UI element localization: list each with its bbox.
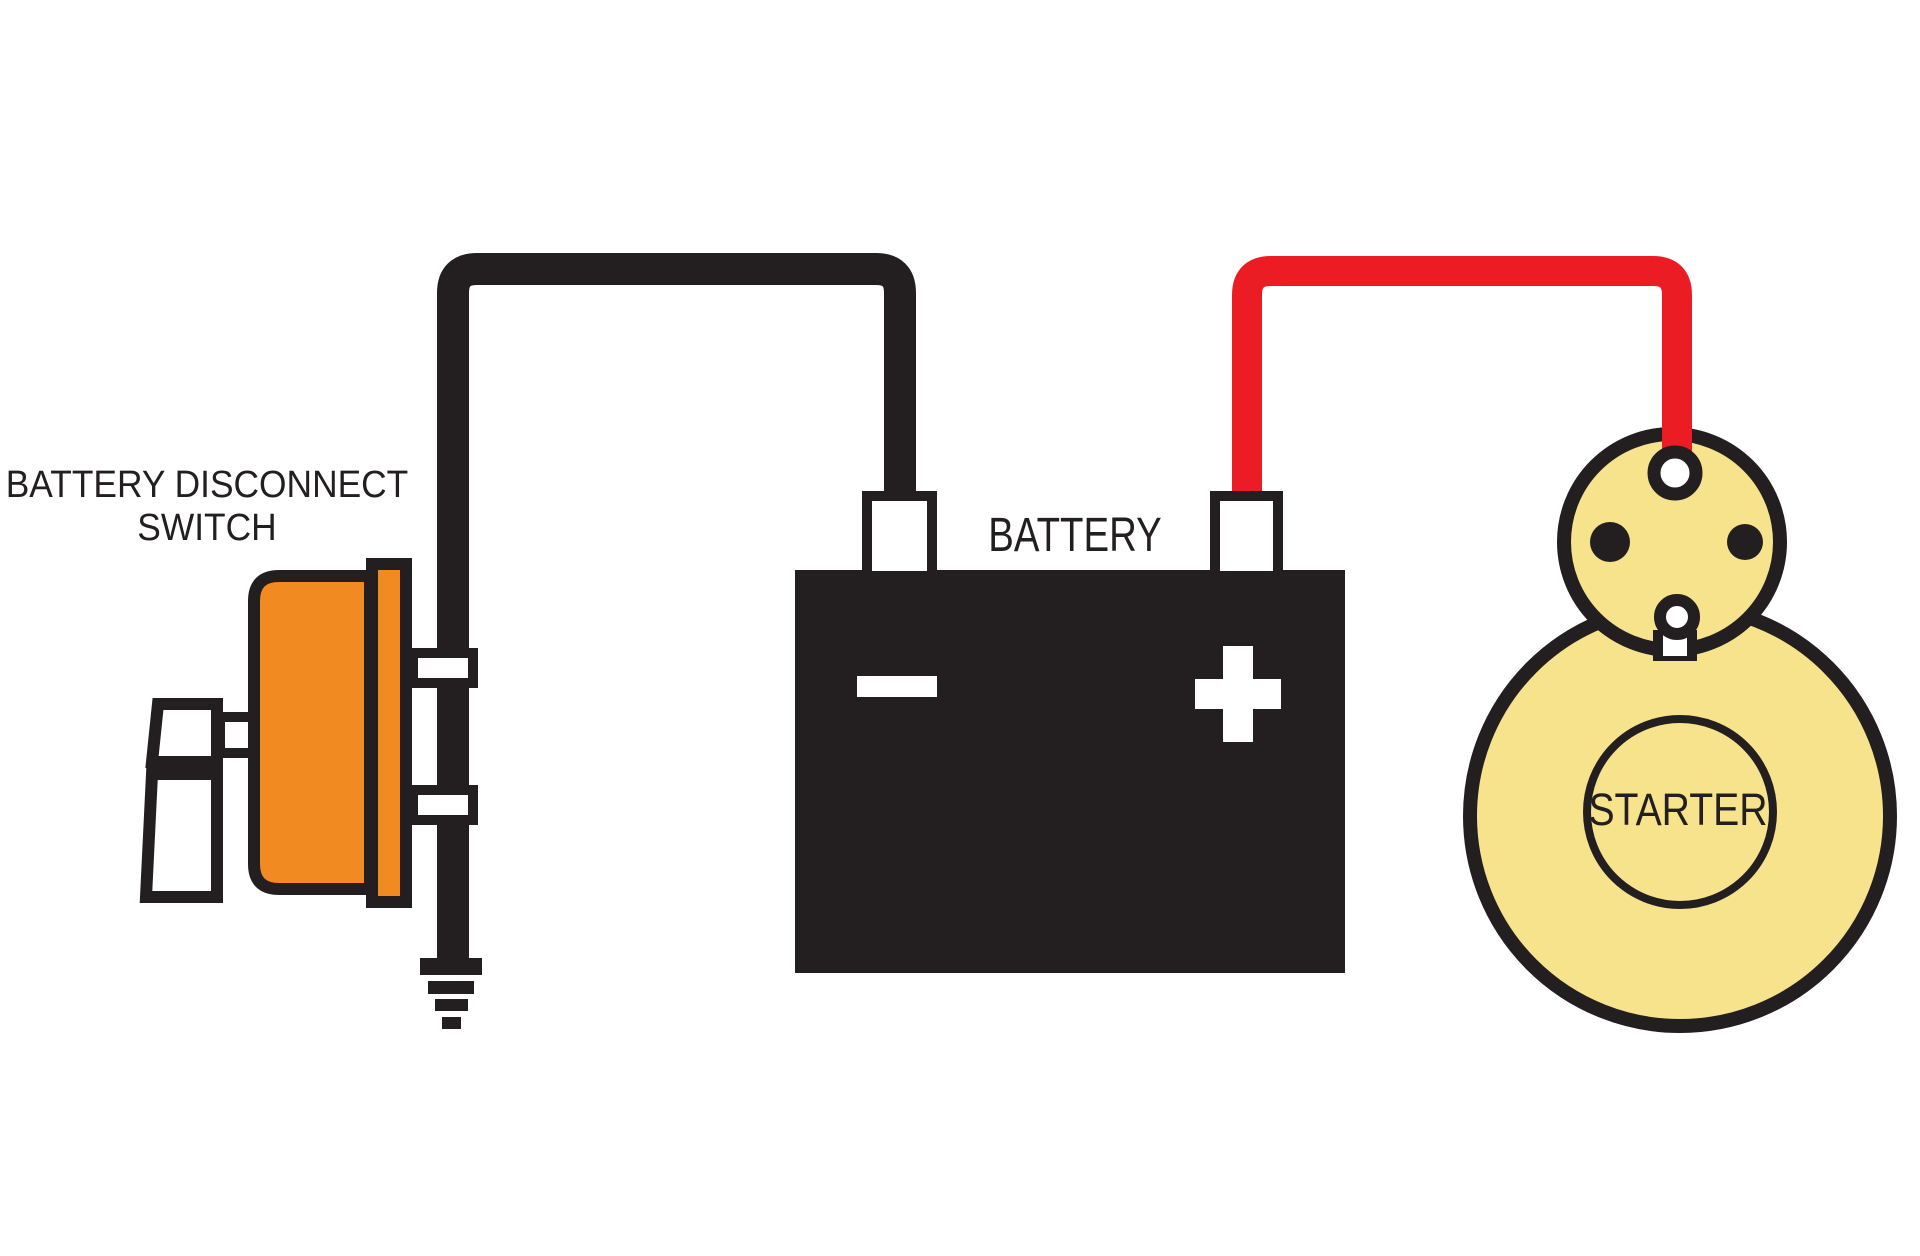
positive-cable-path xyxy=(1232,256,1692,512)
switch-label-line2: SWITCH xyxy=(137,507,277,549)
negative-cable-path xyxy=(437,253,916,972)
starter-bolt-left xyxy=(1590,522,1630,562)
ground-bar-4 xyxy=(442,1017,461,1029)
switch-lever-lower xyxy=(139,768,223,903)
battery-plus-icon xyxy=(1195,646,1281,742)
switch-body xyxy=(248,570,376,895)
starter-lower-hole xyxy=(1654,594,1700,640)
starter-cable-hole xyxy=(1647,445,1703,501)
starter-inner-ring xyxy=(1583,715,1777,909)
ground-symbol xyxy=(420,958,482,1029)
battery-positive-post xyxy=(1220,501,1273,571)
positive-cable xyxy=(1232,256,1692,512)
ground-bar-2 xyxy=(428,981,474,994)
battery-negative-post xyxy=(872,501,927,571)
battery-case xyxy=(795,570,1345,973)
switch-label: BATTERY DISCONNECT SWITCH xyxy=(6,464,409,550)
switch-label-line1: BATTERY DISCONNECT xyxy=(5,464,409,506)
ground-bar-3 xyxy=(435,999,468,1011)
switch-terminal-top xyxy=(408,648,478,688)
starter-motor-details xyxy=(1583,445,1777,909)
ground-bar-1 xyxy=(420,958,482,975)
battery-minus-icon xyxy=(857,676,937,697)
switch-terminal-bottom xyxy=(408,785,478,825)
negative-cable xyxy=(437,253,916,972)
starter-motor xyxy=(1463,427,1897,1033)
battery-label: BATTERY xyxy=(988,509,1162,562)
starter-bolt-right xyxy=(1727,524,1763,560)
battery xyxy=(795,491,1345,973)
switch-mount-strip xyxy=(366,558,412,908)
starter-label: STARTER xyxy=(1588,784,1768,835)
switch-lever-upper xyxy=(145,698,223,768)
battery-disconnect-switch xyxy=(139,558,478,908)
battery-plus-vbar xyxy=(1223,646,1253,742)
